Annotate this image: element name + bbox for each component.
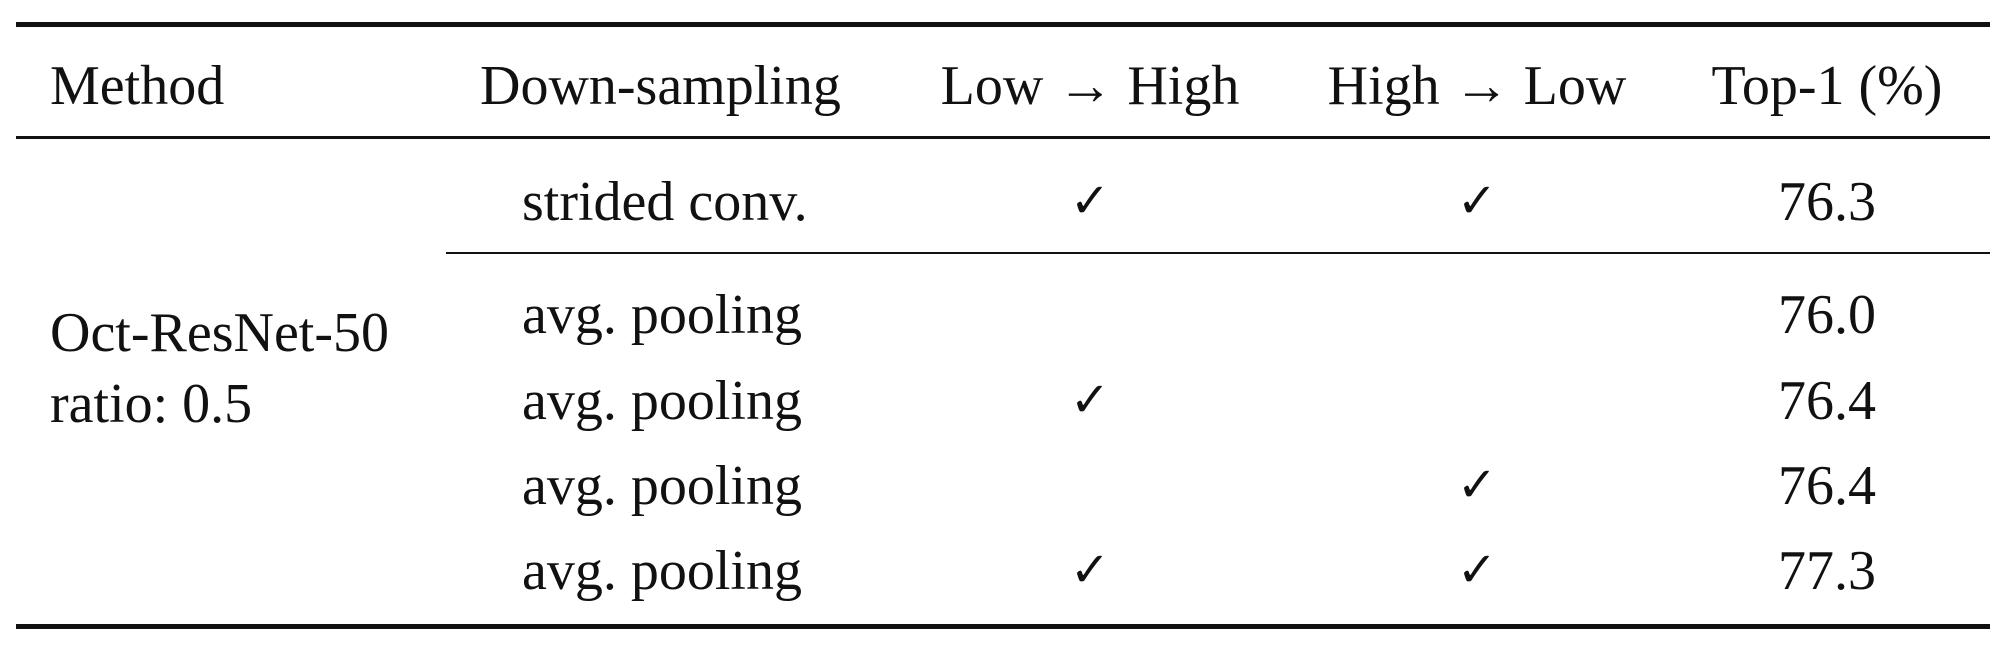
check-icon: ✓: [1456, 457, 1498, 513]
check-icon: ✓: [1069, 173, 1111, 229]
header-rule: [16, 136, 1990, 139]
downsampling-cell: avg. pooling: [522, 370, 802, 432]
top1-cell: 76.3: [1778, 171, 1876, 233]
header-downsampling: Down-sampling: [480, 55, 841, 117]
downsampling-cell: strided conv.: [522, 171, 808, 233]
header-top1: Top-1 (%): [1711, 55, 1943, 117]
top-rule: [16, 22, 1990, 27]
bottom-rule: [16, 624, 1990, 629]
header-low-to-high: Low → High: [940, 55, 1240, 117]
group-rule: [446, 252, 1990, 254]
header-method: Method: [50, 55, 225, 117]
downsampling-cell: avg. pooling: [522, 455, 802, 517]
header-high-to-low: High → Low: [1327, 55, 1627, 117]
top1-cell: 76.0: [1778, 284, 1876, 346]
check-icon: ✓: [1069, 542, 1111, 598]
top1-cell: 77.3: [1778, 540, 1876, 602]
method-name: Oct-ResNet-50: [50, 302, 390, 364]
top1-cell: 76.4: [1778, 370, 1876, 432]
downsampling-cell: avg. pooling: [522, 540, 802, 602]
check-icon: ✓: [1069, 372, 1111, 428]
top1-cell: 76.4: [1778, 455, 1876, 517]
method-ratio: ratio: 0.5: [50, 373, 253, 435]
check-icon: ✓: [1456, 542, 1498, 598]
check-icon: ✓: [1456, 173, 1498, 229]
downsampling-cell: avg. pooling: [522, 284, 802, 346]
